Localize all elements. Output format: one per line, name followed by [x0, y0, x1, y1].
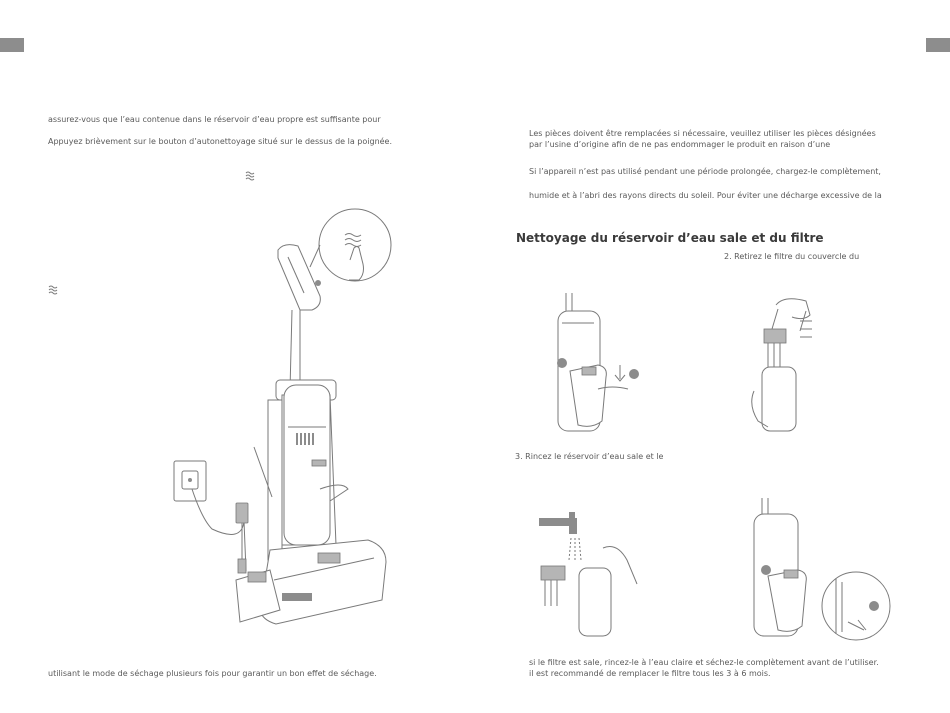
self-clean-icon	[245, 171, 255, 181]
section-heading: Nettoyage du réservoir d’eau sale et du …	[516, 231, 824, 245]
remove-tank-illustration	[557, 293, 639, 432]
right-text-p2: par l’usine d’origine afin de ne pas end…	[529, 140, 831, 149]
right-text-bottom-2: il est recommandé de remplacer le filtre…	[529, 669, 771, 678]
right-text-p3: Si l’appareil n’est pas utilisé pendant …	[529, 167, 881, 176]
rinse-illustration	[539, 512, 638, 637]
step-2-text: 2. Retirez le filtre du couvercle du	[724, 252, 860, 261]
page-tab-left	[0, 38, 24, 52]
page-tab-right	[926, 38, 950, 52]
left-text-line-1: assurez-vous que l’eau contenue dans le …	[48, 115, 381, 124]
left-text-line-2: Appuyez brièvement sur le bouton d’auton…	[48, 137, 393, 146]
right-text-bottom-1: si le filtre est sale, rincez-le à l’eau…	[529, 658, 879, 667]
vacuum-station-illustration	[173, 208, 392, 625]
left-text-bottom: utilisant le mode de séchage plusieurs f…	[48, 669, 377, 678]
self-clean-icon	[48, 285, 58, 295]
reinstall-tank-illustration	[753, 498, 891, 641]
arrow-down-icon	[614, 365, 626, 382]
right-text-p1: Les pièces doivent être remplacées si né…	[529, 129, 876, 138]
right-text-p4: humide et à l’abri des rayons directs du…	[529, 191, 882, 200]
step-3-text: 3. Rincez le réservoir d’eau sale et le	[515, 452, 664, 461]
filter-removal-illustration	[751, 298, 812, 432]
